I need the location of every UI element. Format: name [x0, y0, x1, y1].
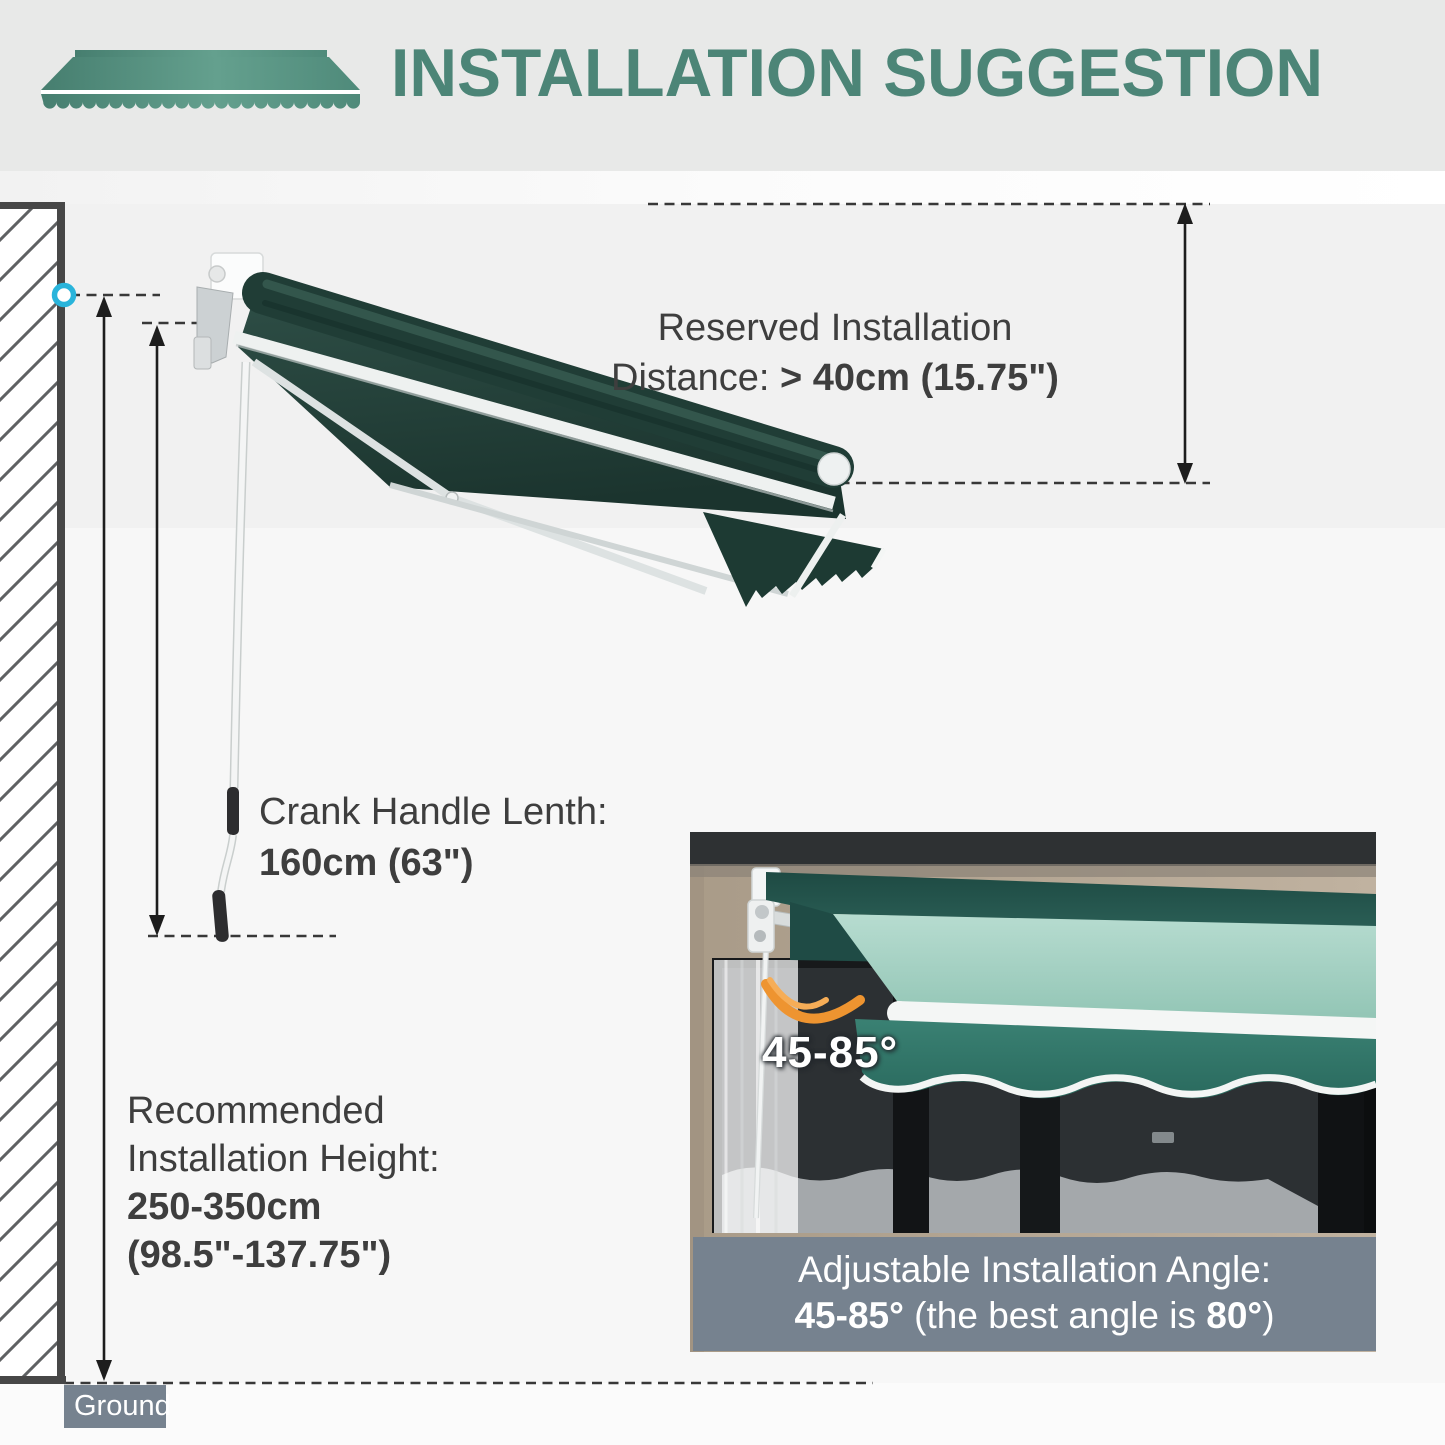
awning-valance	[703, 512, 884, 607]
installation-height-line2: Installation Height:	[127, 1138, 440, 1180]
inset-awning-cassette	[766, 872, 1376, 928]
awning-arm	[232, 330, 836, 510]
crank-length-arrow	[149, 325, 165, 936]
angle-arc-icon	[761, 977, 865, 1024]
inset-awning-fabric	[833, 914, 1376, 1020]
page-title: INSTALLATION SUGGESTION	[391, 35, 1323, 111]
mount-point-icon	[51, 282, 77, 308]
angle-badge: 45-85°	[762, 1028, 899, 1077]
inset-valance-trim	[859, 1074, 1376, 1098]
inset-photo	[690, 832, 1376, 1352]
inset-caption: Adjustable Installation Angle: 45-85° (t…	[693, 1237, 1376, 1351]
reserved-distance-arrow	[1177, 203, 1193, 484]
wall-hatch	[0, 207, 60, 1378]
measurements	[64, 202, 1210, 1385]
inset-caption-line1: Adjustable Installation Angle:	[797, 1249, 1272, 1290]
roller-end-cap	[817, 452, 851, 486]
installation-height-line1: Recommended	[127, 1090, 385, 1132]
crank-handle	[212, 361, 251, 942]
wall	[0, 202, 66, 1384]
awning-roller	[242, 272, 854, 488]
crank-length-label: Crank Handle Lenth: 160cm (63")	[259, 787, 608, 889]
installation-height-label: Recommended Installation Height: 250-350…	[127, 1087, 440, 1279]
reserved-distance-label: Reserved Installation Distance: > 40cm (…	[600, 303, 1070, 403]
installation-height-value2: (98.5"-137.75")	[127, 1234, 392, 1276]
inset-roof	[690, 832, 1376, 866]
door-handle-icon	[1152, 1132, 1174, 1143]
installation-height-value1: 250-350cm	[127, 1186, 322, 1228]
reserved-distance-line1: Reserved Installation	[657, 307, 1013, 349]
awning-front-bar	[389, 482, 789, 597]
installation-height-arrow	[96, 296, 112, 1381]
measurement-arrows	[96, 203, 1193, 1381]
crank-length-value: 160cm (63")	[259, 842, 474, 884]
awning-illustration	[193, 252, 887, 942]
inset-caption-line2: 45-85° (the best angle is 80°)	[794, 1295, 1275, 1336]
awning-icon	[41, 50, 360, 109]
inset-front-bar	[897, 1001, 1376, 1042]
crank-length-line1: Crank Handle Lenth:	[259, 791, 608, 833]
ground-badge: Ground	[64, 1385, 171, 1428]
reserved-distance-line2: Distance: > 40cm (15.75")	[611, 357, 1059, 399]
